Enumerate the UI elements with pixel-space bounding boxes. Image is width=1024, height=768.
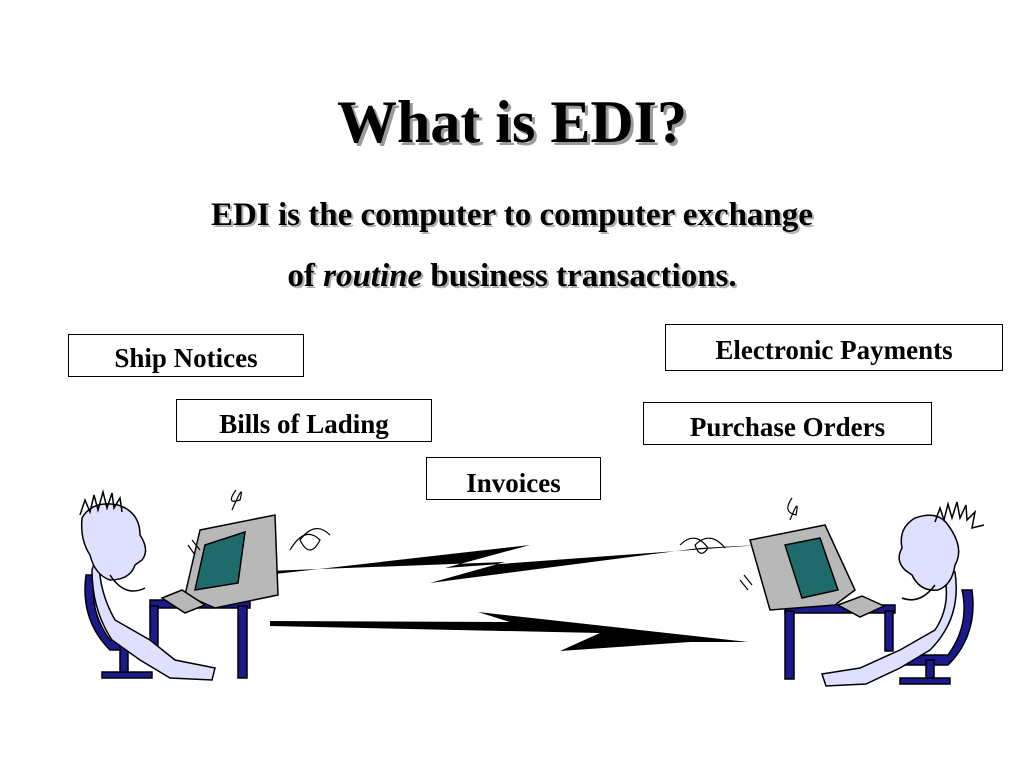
right-person-head bbox=[898, 514, 960, 591]
left-person-hair bbox=[79, 489, 123, 516]
definition-emphasis: routine bbox=[323, 258, 423, 294]
definition-suffix: business transactions. bbox=[422, 258, 737, 294]
left-keyboard bbox=[160, 589, 207, 614]
document-box-purchase-orders: Purchase Orders bbox=[643, 402, 932, 445]
right-user-at-computer bbox=[679, 497, 985, 687]
lightning-link-top bbox=[266, 545, 760, 583]
right-keyboard bbox=[836, 595, 886, 618]
right-person-body bbox=[821, 557, 957, 687]
right-person-hair bbox=[934, 501, 985, 530]
slide-title: What is EDI? bbox=[336, 89, 688, 155]
left-user-at-computer bbox=[79, 489, 331, 681]
document-box-electronic-payments: Electronic Payments bbox=[665, 324, 1003, 371]
document-box-ship-notices: Ship Notices bbox=[68, 334, 304, 377]
definition-prefix: of bbox=[287, 258, 324, 294]
left-person-body bbox=[91, 544, 216, 681]
left-person-head bbox=[80, 503, 147, 581]
lightning-link-bottom bbox=[270, 612, 748, 651]
definition-line-1: EDI is the computer to computer exchange bbox=[211, 197, 813, 233]
left-monitor-screen bbox=[194, 530, 246, 591]
document-box-invoices: Invoices bbox=[426, 457, 601, 500]
right-monitor-screen bbox=[784, 537, 839, 599]
definition-line-2: of routine business transactions. bbox=[0, 258, 1024, 295]
document-box-bills-of-lading: Bills of Lading bbox=[176, 399, 432, 442]
